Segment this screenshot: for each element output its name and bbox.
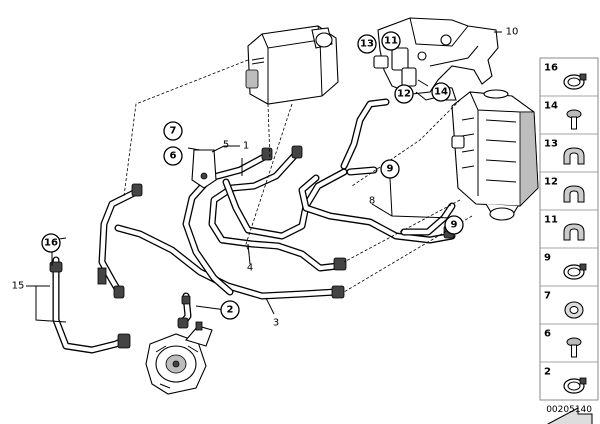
svg-text:9: 9 <box>387 164 394 175</box>
legend-item-number: 14 <box>544 101 558 112</box>
legend-item-number: 2 <box>544 367 551 378</box>
callout-9-upper: 9 <box>380 159 400 179</box>
svg-text:12: 12 <box>397 89 411 100</box>
svg-text:13: 13 <box>360 39 374 50</box>
callout-7: 7 <box>163 121 183 141</box>
mounting-clip <box>191 149 217 189</box>
coolant-hoses <box>52 98 456 354</box>
legend-item-number: 7 <box>544 291 551 302</box>
hose-clamp-icon <box>563 263 587 280</box>
coolant-pump <box>145 321 213 395</box>
label-10: 10 <box>506 27 519 38</box>
callout-9-lower: 9 <box>444 215 464 235</box>
screw-icon <box>566 109 582 130</box>
svg-text:6: 6 <box>170 151 177 162</box>
callout-16: 16 <box>41 233 61 253</box>
legend-item-number: 11 <box>544 215 558 226</box>
arrow-icon <box>546 407 593 424</box>
svg-text:16: 16 <box>44 238 58 249</box>
pipe-clip-icon <box>563 185 585 203</box>
svg-text:9: 9 <box>451 220 458 231</box>
legend-item: 14 <box>540 101 598 135</box>
expansion-tank <box>245 25 339 105</box>
callout-14: 14 <box>431 82 451 102</box>
hose-clamp-icon <box>563 73 587 90</box>
label-15: 15 <box>12 281 25 292</box>
parts-legend: 16 14 13 12 11 9 7 6 2 <box>539 57 599 424</box>
legend-item: 13 <box>540 139 598 173</box>
screw-icon <box>566 337 582 358</box>
legend-item: 7 <box>540 291 598 325</box>
legend-item: 16 <box>540 63 598 97</box>
svg-text:2: 2 <box>227 305 234 316</box>
legend-item: 6 <box>540 329 598 363</box>
label-5: 5 <box>223 140 229 151</box>
leader-lines <box>26 31 502 323</box>
legend-item: 12 <box>540 177 598 211</box>
callout-2: 2 <box>220 300 240 320</box>
label-3: 3 <box>273 318 279 329</box>
legend-item-number: 6 <box>544 329 551 340</box>
pipe-clip-icon <box>563 147 585 165</box>
diagram-code: 00205140 <box>546 405 592 415</box>
svg-text:11: 11 <box>384 36 398 47</box>
callout-6: 6 <box>163 146 183 166</box>
heat-exchanger <box>451 89 539 221</box>
callout-12: 12 <box>394 84 414 104</box>
legend-item: 2 <box>540 367 598 401</box>
legend-item: 9 <box>540 253 598 287</box>
grommet-icon <box>564 301 584 319</box>
legend-item-number: 13 <box>544 139 558 150</box>
callout-11: 11 <box>381 31 401 51</box>
legend-item-number: 9 <box>544 253 551 264</box>
callout-13: 13 <box>357 34 377 54</box>
hose-fittings <box>49 145 455 349</box>
svg-text:7: 7 <box>170 126 177 137</box>
legend-item: 11 <box>540 215 598 249</box>
svg-text:14: 14 <box>434 87 448 98</box>
label-1: 1 <box>243 141 249 152</box>
hose-clamp-icon <box>563 377 587 394</box>
legend-item-number: 16 <box>544 63 558 74</box>
label-8: 8 <box>369 196 375 207</box>
label-4: 4 <box>247 263 253 274</box>
legend-item-number: 12 <box>544 177 558 188</box>
pipe-clip-icon <box>563 223 585 241</box>
